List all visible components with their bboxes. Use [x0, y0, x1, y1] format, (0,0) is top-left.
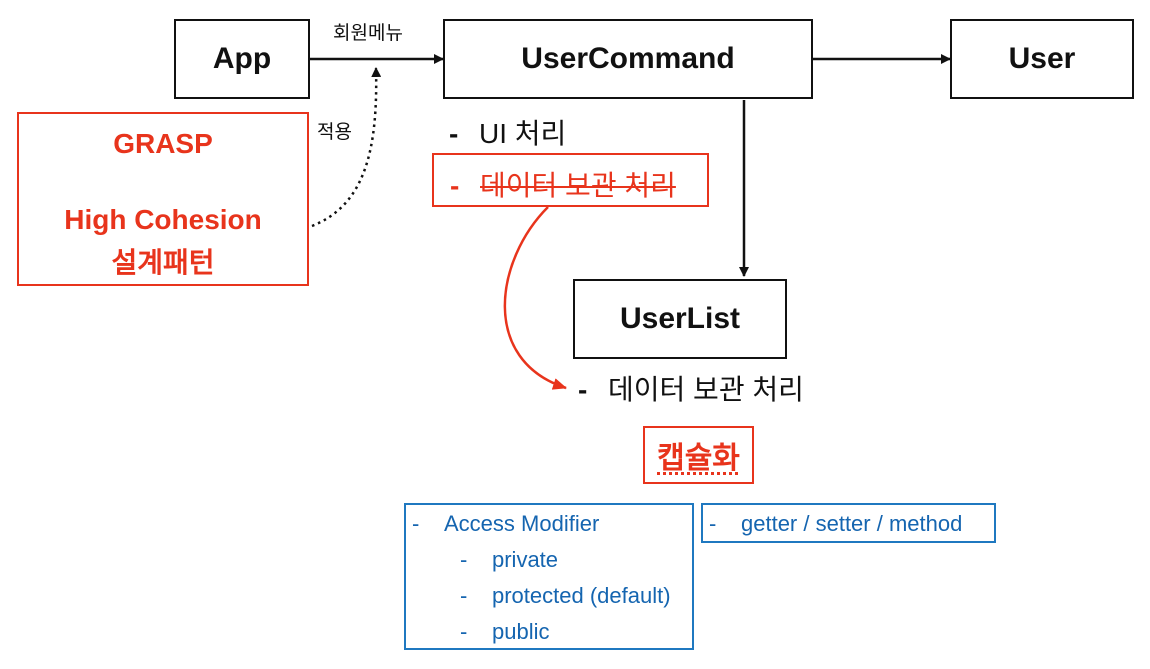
edge-label-apply: 적용 — [317, 122, 352, 143]
access-modifier-box: -Access Modifier -private -protected (de… — [404, 503, 694, 650]
access-item-text: protected (default) — [492, 583, 671, 608]
edge-label-member-menu: 회원메뉴 — [333, 23, 403, 44]
bullet-dash: - — [578, 374, 588, 405]
access-modifier-title-text: Access Modifier — [444, 511, 600, 536]
edge-grasp-apply — [311, 67, 382, 228]
bullet-dash: - — [450, 170, 460, 201]
node-app: App — [174, 19, 310, 99]
bullet-dash: - — [449, 118, 459, 149]
encapsulation-box: 캡슐화 — [643, 426, 754, 484]
access-item-private: -private — [460, 547, 558, 573]
bullet-dash: - — [412, 511, 420, 536]
note-ui-text: UI 처리 — [479, 118, 567, 149]
grasp-title: GRASP — [113, 128, 213, 159]
usercommand-note-ui: -UI 처리 — [449, 112, 566, 152]
node-user-list: UserList — [573, 279, 787, 359]
bullet-dash: - — [460, 547, 468, 572]
grasp-box: GRASP High Cohesion 설계패턴 — [17, 112, 309, 286]
access-item-protected: -protected (default) — [460, 583, 671, 609]
getter-setter-line: -getter / setter / method — [709, 511, 962, 537]
access-modifier-title: -Access Modifier — [412, 511, 599, 537]
encapsulation-label: 캡슐화 — [657, 442, 740, 475]
grasp-subtitle: 설계패턴 — [111, 247, 215, 278]
bullet-dash: - — [460, 619, 468, 644]
userlist-note-data: -데이터 보관 처리 — [578, 368, 804, 408]
getter-setter-box: -getter / setter / method — [701, 503, 996, 543]
note-data-struck-text: 데이터 보관 처리 — [480, 170, 676, 201]
access-item-text: public — [492, 619, 550, 644]
note-data-text: 데이터 보관 처리 — [608, 374, 804, 405]
edge-data-move — [503, 206, 567, 390]
node-user: User — [950, 19, 1134, 99]
access-item-text: private — [492, 547, 559, 572]
grasp-pattern: High Cohesion — [64, 204, 262, 235]
getter-setter-text: getter / setter / method — [741, 511, 963, 536]
access-item-public: -public — [460, 619, 549, 645]
usercommand-note-data-struck: -데이터 보관 처리 — [432, 153, 709, 207]
node-user-command: UserCommand — [443, 19, 813, 99]
bullet-dash: - — [460, 583, 468, 608]
bullet-dash: - — [709, 511, 717, 536]
